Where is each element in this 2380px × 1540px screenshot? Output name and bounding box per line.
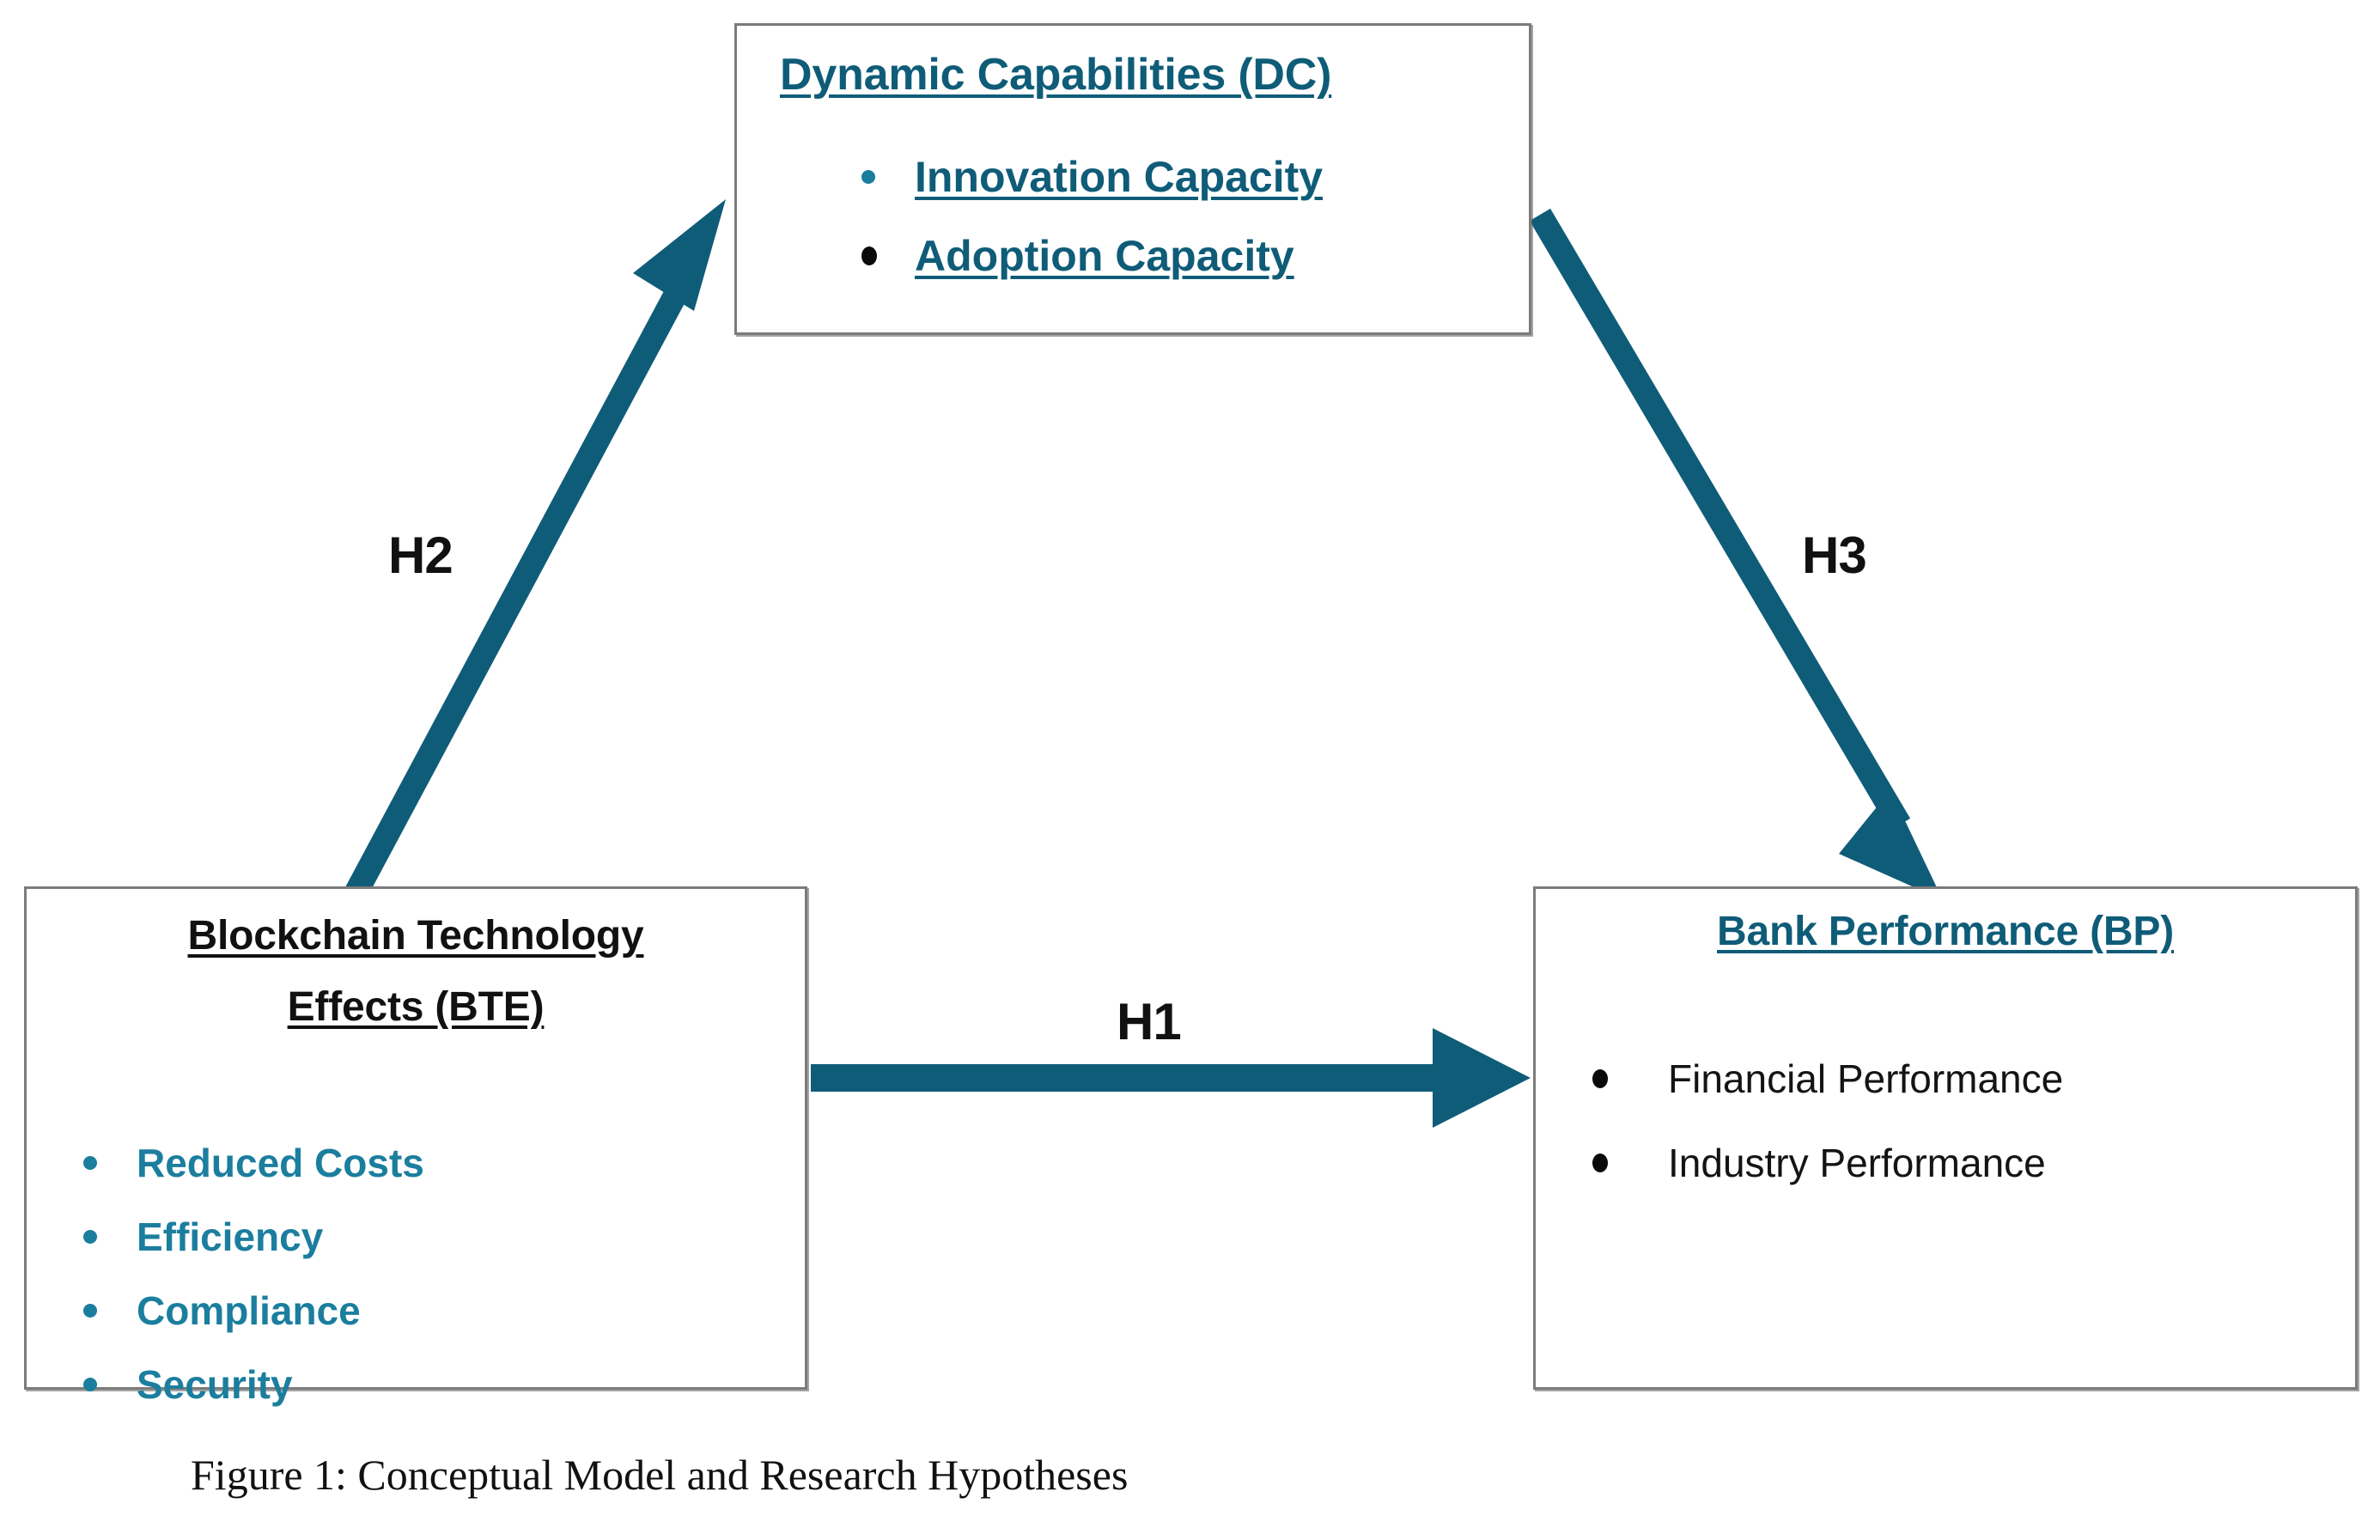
dc-bullet-label: Innovation Capacity	[915, 153, 1324, 201]
node-dynamic-capabilities[interactable]: Dynamic Capabilities (DC) Innovation Cap…	[734, 23, 1531, 335]
bte-bullet-label: Reduced Costs	[137, 1141, 424, 1185]
bp-bullet-list: Financial Performance Industry Performan…	[1592, 1037, 2063, 1205]
hypothesis-label-h1: H1	[1117, 993, 1182, 1050]
list-item: Compliance	[83, 1274, 424, 1348]
list-item: Efficiency	[83, 1200, 424, 1274]
bp-bullet-label: Industry Performance	[1668, 1141, 2046, 1185]
list-item: Innovation Capacity	[861, 137, 1323, 216]
list-item: Adoption Capacity	[861, 216, 1323, 295]
bte-title-line2: Effects (BTE)	[287, 984, 545, 1030]
bte-title-line1: Blockchain Technology	[187, 913, 644, 959]
bte-bullet-label: Efficiency	[137, 1214, 324, 1259]
bullet-dot-icon	[1592, 1069, 1608, 1088]
bp-title: Bank Performance (BP)	[1717, 909, 2174, 954]
bte-bullet-list: Reduced Costs Efficiency Compliance Secu…	[83, 1126, 424, 1421]
bullet-dot-icon	[861, 170, 875, 184]
hypothesis-label-h3: H3	[1802, 527, 1867, 584]
bullet-dot-icon	[83, 1230, 97, 1244]
bullet-dot-icon	[83, 1378, 97, 1391]
list-item: Reduced Costs	[83, 1126, 424, 1200]
arrow-h3	[1529, 208, 1943, 900]
bte-bullet-label: Compliance	[137, 1288, 361, 1333]
bullet-dot-icon	[83, 1156, 97, 1170]
bullet-dot-icon	[83, 1304, 97, 1318]
bullet-dot-icon	[1592, 1153, 1608, 1172]
dc-bullet-list: Innovation Capacity Adoption Capacity	[861, 137, 1323, 295]
figure-caption: Figure 1: Conceptual Model and Research …	[191, 1451, 1129, 1499]
node-blockchain-technology-effects[interactable]: Blockchain Technology Effects (BTE) Redu…	[24, 886, 807, 1407]
bp-bullet-label: Financial Performance	[1668, 1056, 2064, 1101]
hypothesis-label-h2: H2	[388, 527, 453, 584]
list-item: Security	[83, 1348, 424, 1421]
dc-bullet-label: Adoption Capacity	[915, 232, 1294, 280]
list-item: Industry Performance	[1592, 1121, 2063, 1205]
bte-bullet-label: Security	[137, 1362, 293, 1407]
node-bank-performance[interactable]: Bank Performance (BP) Financial Performa…	[1533, 886, 2358, 1390]
list-item: Financial Performance	[1592, 1037, 2063, 1121]
bullet-dot-icon	[861, 247, 877, 265]
dc-title: Dynamic Capabilities (DC)	[780, 50, 1332, 100]
